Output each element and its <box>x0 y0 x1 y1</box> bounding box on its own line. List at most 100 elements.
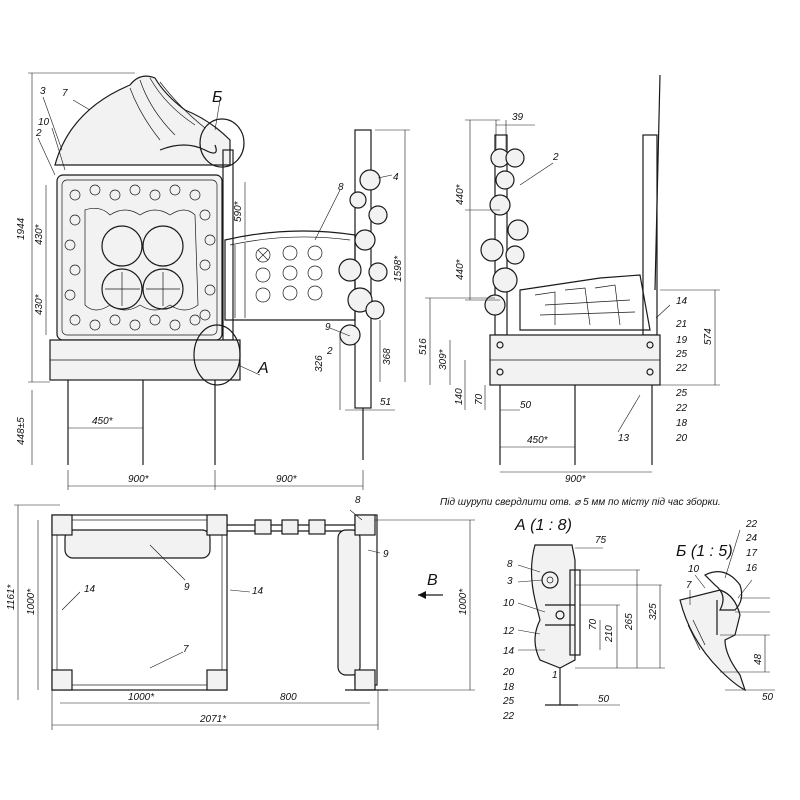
plan-frame-left <box>51 514 228 691</box>
plan-part-7: 7 <box>183 644 189 655</box>
panel-bubbles <box>64 184 216 331</box>
roof-hook <box>159 144 217 154</box>
dim-590: 590* <box>233 200 244 222</box>
b-part-7: 7 <box>686 580 692 591</box>
callout-a: А <box>257 360 269 377</box>
side-part-20: 20 <box>675 433 688 444</box>
dim-326: 326 <box>314 355 325 372</box>
dim-265: 265 <box>624 613 635 631</box>
side-part-21: 21 <box>675 319 687 330</box>
detail-b-title: Б (1 : 5) <box>676 543 733 560</box>
b-part-24: 24 <box>745 533 758 544</box>
part-2: 2 <box>35 128 42 139</box>
dim-430-upper: 430* <box>34 223 45 245</box>
plan-panel-9-left <box>64 529 211 559</box>
side-part-19: 19 <box>676 335 688 346</box>
dim-210: 210 <box>604 625 615 643</box>
side-part-13: 13 <box>618 433 630 444</box>
window-tl <box>101 225 143 267</box>
dim-368: 368 <box>382 348 393 365</box>
dim-140: 140 <box>454 388 465 405</box>
window-br <box>142 268 184 310</box>
dim-900-right: 900* <box>276 474 298 485</box>
side-part-14: 14 <box>676 296 688 307</box>
side-part-2: 2 <box>552 152 559 163</box>
dim-1000-left: 1000* <box>26 588 37 615</box>
a-part-3: 3 <box>507 576 513 587</box>
side-view: 39 2 440* 440* 516 309* 140 70 50 450* 9… <box>418 74 720 485</box>
detail-b-hook <box>703 571 743 611</box>
part-3: 3 <box>40 86 46 97</box>
b-part-10: 10 <box>688 564 700 575</box>
side-part-25: 25 <box>675 349 688 360</box>
dim-325: 325 <box>648 603 659 620</box>
dim-2071: 2071* <box>199 714 227 725</box>
view-arrow-v: В <box>427 572 438 589</box>
dim-70-side: 70 <box>474 393 485 405</box>
dim-309: 309* <box>438 348 449 370</box>
dim-48: 48 <box>753 653 764 665</box>
plan-part-8: 8 <box>355 495 361 506</box>
dim-50-detail-a: 50 <box>598 694 610 705</box>
flower-vine <box>338 169 388 346</box>
window-bl <box>101 268 143 310</box>
dim-75: 75 <box>595 535 607 546</box>
part-9: 9 <box>325 322 331 333</box>
b-part-17: 17 <box>746 548 758 559</box>
plan-panel-9-right <box>337 529 361 676</box>
plan-part-14-right: 14 <box>252 586 264 597</box>
window-tr <box>142 225 184 267</box>
detail-a: А (1 : 8) 75 325 265 210 <box>502 517 665 722</box>
dim-51: 51 <box>380 397 391 408</box>
a-part-14: 14 <box>503 646 515 657</box>
a-part-10: 10 <box>503 598 515 609</box>
side-part-22: 22 <box>675 363 688 374</box>
dim-516: 516 <box>418 338 429 355</box>
detail-a-bracket <box>530 544 576 669</box>
dim-800: 800 <box>280 692 297 703</box>
b-part-22: 22 <box>745 519 758 530</box>
a-part-18: 18 <box>503 682 515 693</box>
roof-dome <box>54 75 231 166</box>
detail-a-title: А (1 : 8) <box>514 517 572 534</box>
dim-39: 39 <box>512 112 524 123</box>
callout-circle-a <box>193 324 241 386</box>
a-part-12: 12 <box>503 626 515 637</box>
plan-view: 1161* 1000* 1000* 1000* 800 2071* 9 14 1… <box>6 495 475 730</box>
dim-70-detail: 70 <box>588 618 599 630</box>
dim-1000-bottom: 1000* <box>128 692 155 703</box>
part-8: 8 <box>338 182 344 193</box>
dim-430-lower: 430* <box>34 293 45 315</box>
front-view: 3 7 10 2 Б 8 4 9 2 А 1944 430* 430* 448±… <box>16 72 410 490</box>
part-7: 7 <box>62 88 68 99</box>
a-part-1: 1 <box>552 670 558 681</box>
bridge <box>224 230 356 321</box>
part-10: 10 <box>38 117 50 128</box>
dim-450-side: 450* <box>527 435 549 446</box>
side-slide-rail <box>519 274 651 331</box>
a-part-20: 20 <box>502 667 515 678</box>
detail-b: Б (1 : 5) 48 50 22 24 17 16 10 7 <box>676 519 775 703</box>
dim-440-upper: 440* <box>455 183 466 205</box>
b-part-16: 16 <box>746 563 758 574</box>
a-part-25: 25 <box>502 696 515 707</box>
dim-1944: 1944 <box>16 217 27 240</box>
dim-450-front: 450* <box>92 416 114 427</box>
plan-part-9-left: 9 <box>184 582 190 593</box>
dim-50-detail-b: 50 <box>762 692 774 703</box>
detail-b-roof-profile <box>679 589 747 692</box>
a-part-8: 8 <box>507 559 513 570</box>
dim-900-left: 900* <box>128 474 150 485</box>
callout-circle-b <box>199 118 245 168</box>
side-part-25b: 25 <box>675 388 688 399</box>
side-part-22b: 22 <box>675 403 688 414</box>
dim-448: 448±5 <box>16 417 27 445</box>
part-4: 4 <box>393 172 399 183</box>
dim-50-side: 50 <box>520 400 532 411</box>
plan-part-9-right: 9 <box>383 549 389 560</box>
dim-1161: 1161* <box>6 583 17 610</box>
assembly-note: Під шурупи свердлити отв. ⌀ 5 мм по міст… <box>440 496 721 508</box>
dim-1000-right: 1000* <box>458 588 469 615</box>
a-part-22: 22 <box>502 711 515 722</box>
